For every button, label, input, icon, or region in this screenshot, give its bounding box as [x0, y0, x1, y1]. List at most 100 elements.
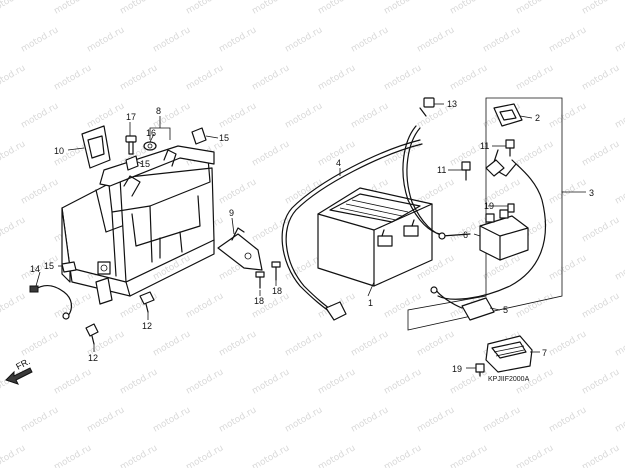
- positive-cable: [402, 125, 445, 237]
- watermark-text: motod.ru: [614, 329, 625, 358]
- watermark-text: motod.ru: [218, 101, 259, 130]
- watermark-text: motod.ru: [185, 63, 226, 92]
- watermark-text: motod.ru: [0, 139, 27, 168]
- clip-15-lower: [61, 261, 77, 273]
- negative-cable-4: [281, 139, 423, 321]
- watermark-text: motod.ru: [86, 405, 127, 434]
- watermark-text: motod.ru: [383, 443, 424, 468]
- watermark-text: motod.ru: [317, 63, 358, 92]
- harness-14: [29, 284, 73, 320]
- harness-3-outline: [407, 97, 563, 331]
- callout-16: 16: [146, 128, 156, 138]
- starter-relay-6: [438, 209, 529, 261]
- callout-18-right: 18: [272, 286, 282, 296]
- watermark-text: motod.ru: [218, 405, 259, 434]
- connector-5: [430, 286, 495, 321]
- callout-17: 17: [126, 112, 136, 122]
- watermark-text: motod.ru: [614, 101, 625, 130]
- watermark-text: motod.ru: [416, 329, 457, 358]
- callout-labels: 1 2 3 4 5 6 7 8 9 10 11 11 12 12 13 14 1…: [14, 99, 594, 383]
- callout-1: 1: [368, 298, 373, 308]
- watermark-text: motod.ru: [152, 405, 193, 434]
- watermark-text: motod.ru: [152, 25, 193, 54]
- watermark-text: motod.ru: [119, 291, 160, 320]
- watermark-text: motod.ru: [119, 63, 160, 92]
- callout-12-right: 12: [142, 321, 152, 331]
- watermark-text: motod.ru: [317, 0, 358, 17]
- watermark-text: motod.ru: [119, 367, 160, 396]
- watermark-text: motod.ru: [53, 0, 94, 17]
- watermark-text: motod.ru: [581, 443, 622, 468]
- front-direction-arrow: [5, 367, 33, 385]
- watermark-text: motod.ru: [548, 253, 589, 282]
- watermark-text: motod.ru: [20, 177, 61, 206]
- watermark-text: motod.ru: [416, 25, 457, 54]
- watermark-text: motod.ru: [0, 63, 27, 92]
- watermark-text: motod.ru: [350, 405, 391, 434]
- watermark-text: motod.ru: [185, 367, 226, 396]
- watermark-text: motod.ru: [548, 25, 589, 54]
- callout-19-lower: 19: [452, 364, 462, 374]
- watermark-text: motod.ru: [185, 443, 226, 468]
- harness-3-wire: [437, 149, 546, 300]
- callout-11-upper: 11: [480, 141, 489, 151]
- watermark-text: motod.ru: [548, 329, 589, 358]
- watermark-text: motod.ru: [482, 25, 523, 54]
- battery: [317, 187, 433, 287]
- watermark-text: motod.ru: [185, 291, 226, 320]
- watermark-text: motod.ru: [515, 291, 556, 320]
- watermark-text: motod.ru: [119, 0, 160, 17]
- terminal-cap-2: [493, 103, 523, 127]
- watermark-text: motod.ru: [119, 443, 160, 468]
- watermark-text: motod.ru: [53, 367, 94, 396]
- watermark-text: motod.ru: [350, 25, 391, 54]
- watermark-text: motod.ru: [86, 101, 127, 130]
- watermark-text: motod.ru: [284, 329, 325, 358]
- watermark-text: motod.ru: [0, 291, 27, 320]
- watermark-text: motod.ru: [515, 443, 556, 468]
- bracket-9: [217, 227, 263, 271]
- watermark-text: motod.ru: [581, 367, 622, 396]
- watermark-text: motod.ru: [251, 367, 292, 396]
- watermark-text: motod.ru: [0, 0, 27, 17]
- watermark-text: motod.ru: [482, 405, 523, 434]
- watermark-text: motod.ru: [53, 63, 94, 92]
- bolt-13: [419, 97, 435, 117]
- relay-cover-7: [485, 335, 533, 373]
- watermark-text: motod.ru: [515, 0, 556, 17]
- clip-15-middle: [125, 155, 139, 171]
- watermark-text: motod.ru: [317, 443, 358, 468]
- watermark-text: motod.ru: [218, 25, 259, 54]
- watermark-text: motod.ru: [548, 405, 589, 434]
- watermark-text: motod.ru: [53, 443, 94, 468]
- callout-15-middle: 15: [140, 159, 150, 169]
- bolt-17: [125, 135, 137, 155]
- watermark-text: motod.ru: [614, 25, 625, 54]
- watermark-text: motod.ru: [416, 405, 457, 434]
- watermark-text: motod.ru: [20, 405, 61, 434]
- callout-11-left: 11: [437, 165, 446, 175]
- callout-4: 4: [336, 158, 341, 168]
- callout-6: 6: [463, 230, 468, 240]
- watermark-text: motod.ru: [383, 63, 424, 92]
- callout-3: 3: [589, 188, 594, 198]
- bolt-12-right: [139, 291, 155, 313]
- watermark-text: motod.ru: [449, 63, 490, 92]
- fuse-11-left: [461, 161, 471, 181]
- watermark-text: motod.ru: [581, 139, 622, 168]
- callout-2: 2: [535, 113, 540, 123]
- watermark-text: motod.ru: [20, 329, 61, 358]
- callout-13: 13: [447, 99, 457, 109]
- watermark-text: motod.ru: [284, 25, 325, 54]
- callout-15-top: 15: [219, 133, 229, 143]
- watermark-text: motod.ru: [350, 101, 391, 130]
- watermark-text: motod.ru: [251, 139, 292, 168]
- watermark-text: motod.ru: [20, 101, 61, 130]
- callout-14: 14: [30, 264, 40, 274]
- watermark-text: motod.ru: [449, 443, 490, 468]
- callout-19-upper: 19: [484, 201, 494, 211]
- watermark-text: motod.ru: [515, 63, 556, 92]
- watermark-text: motod.ru: [284, 405, 325, 434]
